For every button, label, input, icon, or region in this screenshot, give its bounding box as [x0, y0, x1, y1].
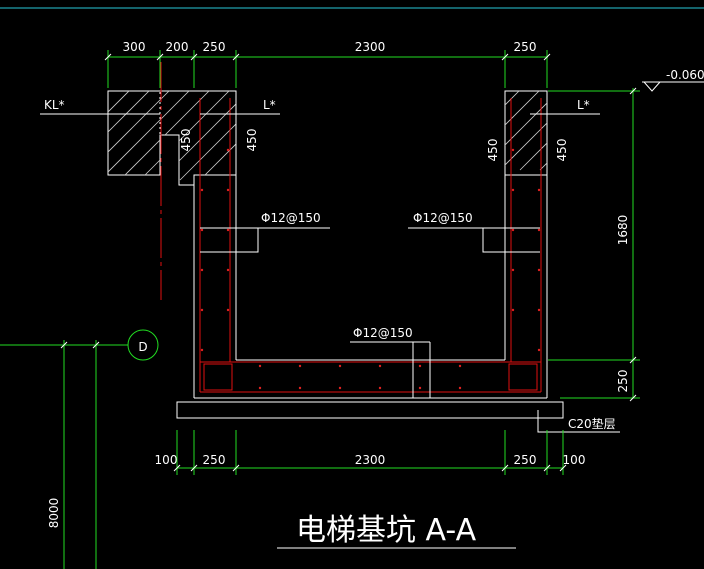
- right-dimension-chain: 1680 250: [548, 87, 640, 402]
- elevation-mark: -0.060: [642, 68, 704, 92]
- label-elevation: -0.060: [666, 68, 704, 82]
- drawing-title: 电梯基坑 A-A: [296, 513, 477, 548]
- base-slab: [194, 342, 547, 399]
- top-dimension-chain: 300 200 250 2300 250: [104, 40, 551, 88]
- rebar-left-leader: [200, 227, 330, 253]
- dim-1680: 1680: [616, 215, 630, 246]
- dim-bottom-250-left: 250: [203, 453, 226, 467]
- dim-top-200: 200: [166, 40, 189, 54]
- dim-bottom-100-left: 100: [155, 453, 178, 467]
- dim-450-3: 450: [486, 139, 500, 162]
- dim-top-2300: 2300: [355, 40, 386, 54]
- cushion-leader: [537, 410, 620, 433]
- dim-250-slab: 250: [616, 370, 630, 393]
- rebar-right-leader: [408, 227, 540, 253]
- label-rebar-right: Φ12@150: [413, 211, 473, 225]
- dim-bottom-2300: 2300: [355, 453, 386, 467]
- dim-top-250-left: 250: [203, 40, 226, 54]
- dim-450-2: 450: [245, 129, 259, 152]
- dim-bottom-250-right: 250: [514, 453, 537, 467]
- label-l-right: L*: [577, 98, 590, 112]
- dim-top-250-right: 250: [514, 40, 537, 54]
- grid-axis-d: D 8000: [0, 329, 159, 569]
- cushion-layer: [176, 401, 564, 419]
- label-rebar-left: Φ12@150: [261, 211, 321, 225]
- right-wall: [504, 90, 548, 398]
- bottom-dimension-chain: 100 250 2300 250 100: [155, 430, 586, 475]
- label-cushion: C20垫层: [568, 416, 616, 431]
- rebar-dots: [200, 148, 541, 390]
- left-wall: [193, 91, 237, 398]
- dim-8000: 8000: [47, 498, 61, 529]
- dim-450-1: 450: [179, 129, 193, 152]
- label-l-left: L*: [263, 98, 276, 112]
- label-kl: KL*: [44, 98, 65, 112]
- label-grid-axis: D: [138, 340, 147, 354]
- dim-bottom-100-right: 100: [563, 453, 586, 467]
- dim-top-300: 300: [123, 40, 146, 54]
- dim-450-4: 450: [555, 139, 569, 162]
- label-rebar-bottom: Φ12@150: [353, 326, 413, 340]
